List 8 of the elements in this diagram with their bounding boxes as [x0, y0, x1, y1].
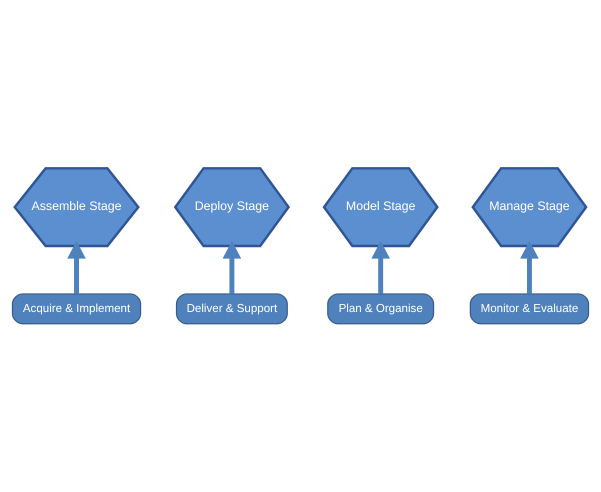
node-box: Plan & Organise	[327, 293, 434, 324]
arrow	[67, 240, 86, 294]
node-box: Acquire & Implement	[12, 293, 142, 324]
arrow	[371, 240, 390, 294]
arrow	[222, 240, 242, 294]
arrow	[520, 240, 539, 294]
node-box: Deliver & Support	[176, 293, 288, 324]
node-box: Monitor & Evaluate	[470, 293, 590, 324]
